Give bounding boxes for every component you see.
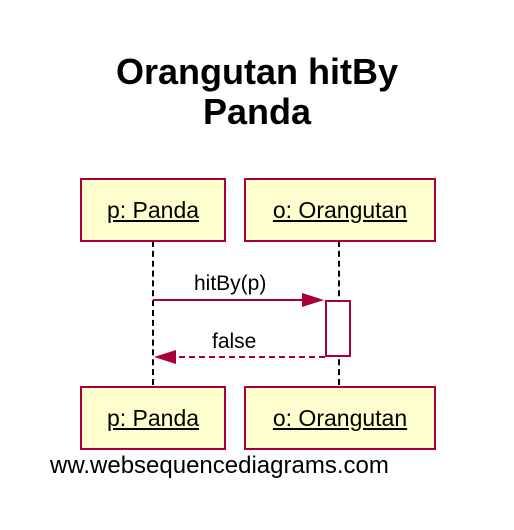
title-line-1: Orangutan hitBy (115, 51, 398, 92)
return-message-label: false (212, 330, 257, 353)
participant-label: p: Panda (106, 196, 200, 223)
panda-lifeline (152, 241, 154, 385)
participant-panda-top[interactable]: p: Panda (80, 178, 226, 242)
participant-orangutan-bottom[interactable]: o: Orangutan (244, 386, 436, 450)
participant-orangutan-top[interactable]: o: Orangutan (244, 178, 436, 242)
orangutan-activation (325, 300, 351, 357)
participant-label: o: Orangutan (272, 404, 408, 431)
title-line-2: Panda (202, 91, 312, 132)
diagram-title: Orangutan hitBy Panda (0, 52, 514, 132)
return-arrowhead (154, 350, 176, 364)
watermark-text: ww.websequencediagrams.com (50, 452, 389, 479)
participant-label: p: Panda (106, 404, 200, 431)
call-arrowhead (302, 293, 324, 307)
call-message-label: hitBy(p) (194, 272, 267, 295)
participant-label: o: Orangutan (272, 196, 408, 223)
participant-panda-bottom[interactable]: p: Panda (80, 386, 226, 450)
